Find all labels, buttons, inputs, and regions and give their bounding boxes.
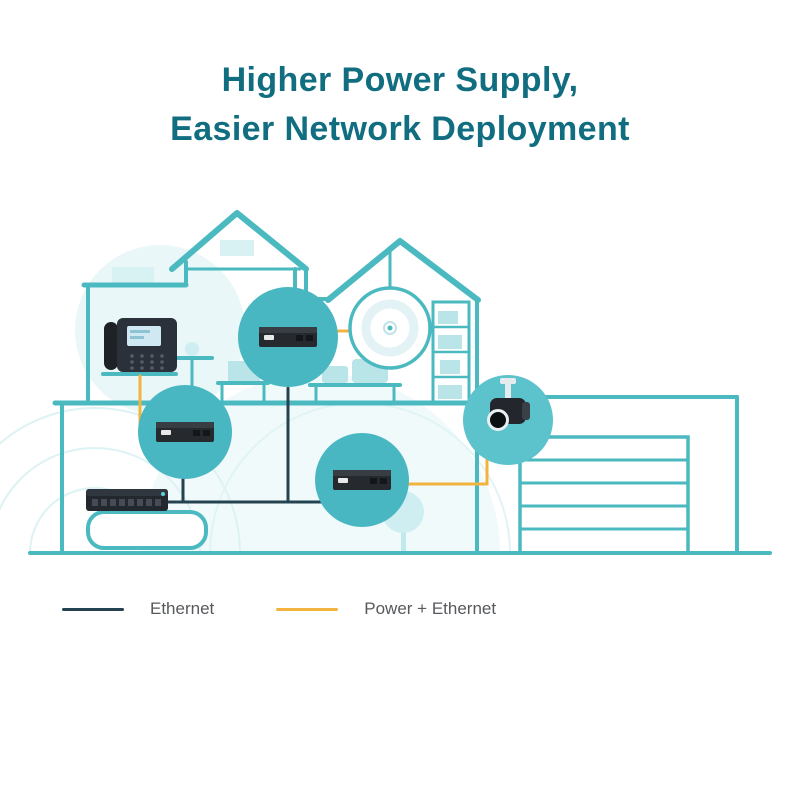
garage-door-slats — [520, 458, 688, 531]
right-gable-roof — [325, 238, 481, 303]
equipment-rack-icon — [431, 300, 471, 404]
camera-mount — [500, 378, 516, 384]
legend-item-ethernet: Ethernet — [62, 599, 214, 619]
table-plant — [185, 342, 199, 356]
house-outline — [52, 210, 739, 555]
legend-label-ethernet: Ethernet — [150, 599, 215, 618]
legend: Ethernet Power + Ethernet — [62, 599, 496, 619]
ceiling-access-point-icon — [348, 250, 432, 370]
poe-injector-icon — [333, 470, 391, 490]
ethernet-cable-lines — [166, 386, 332, 504]
title-line-1: Higher Power Supply, — [221, 61, 579, 99]
attic-window — [220, 240, 254, 256]
roof-window — [112, 267, 154, 285]
poe-injector-circle-center — [315, 433, 409, 527]
poe-injector-icon — [156, 422, 214, 442]
ethernet-switch-icon — [86, 489, 168, 511]
page-title: Higher Power Supply, Easier Network Depl… — [0, 56, 800, 154]
phone-keypad — [130, 354, 164, 370]
garage-door — [518, 435, 690, 555]
title-line-2: Easier Network Deployment — [170, 110, 630, 148]
phone-handset — [104, 322, 118, 370]
power-ethernet-line-swatch — [276, 607, 339, 611]
ptz-camera-icon — [487, 378, 530, 431]
ip-phone-icon — [104, 318, 177, 372]
camera-circle — [463, 375, 553, 465]
poe-injector-icon — [259, 327, 317, 347]
bench — [86, 510, 208, 550]
poe-injector-circle-upper — [238, 287, 338, 387]
legend-label-power-ethernet: Power + Ethernet — [364, 599, 497, 618]
ethernet-line-swatch — [62, 607, 124, 611]
poe-injector-circle-left — [138, 385, 232, 479]
left-gable-roof — [169, 210, 309, 272]
camera-lens — [487, 409, 509, 431]
switch-led — [161, 492, 165, 496]
legend-item-power-ethernet: Power + Ethernet — [276, 599, 496, 619]
